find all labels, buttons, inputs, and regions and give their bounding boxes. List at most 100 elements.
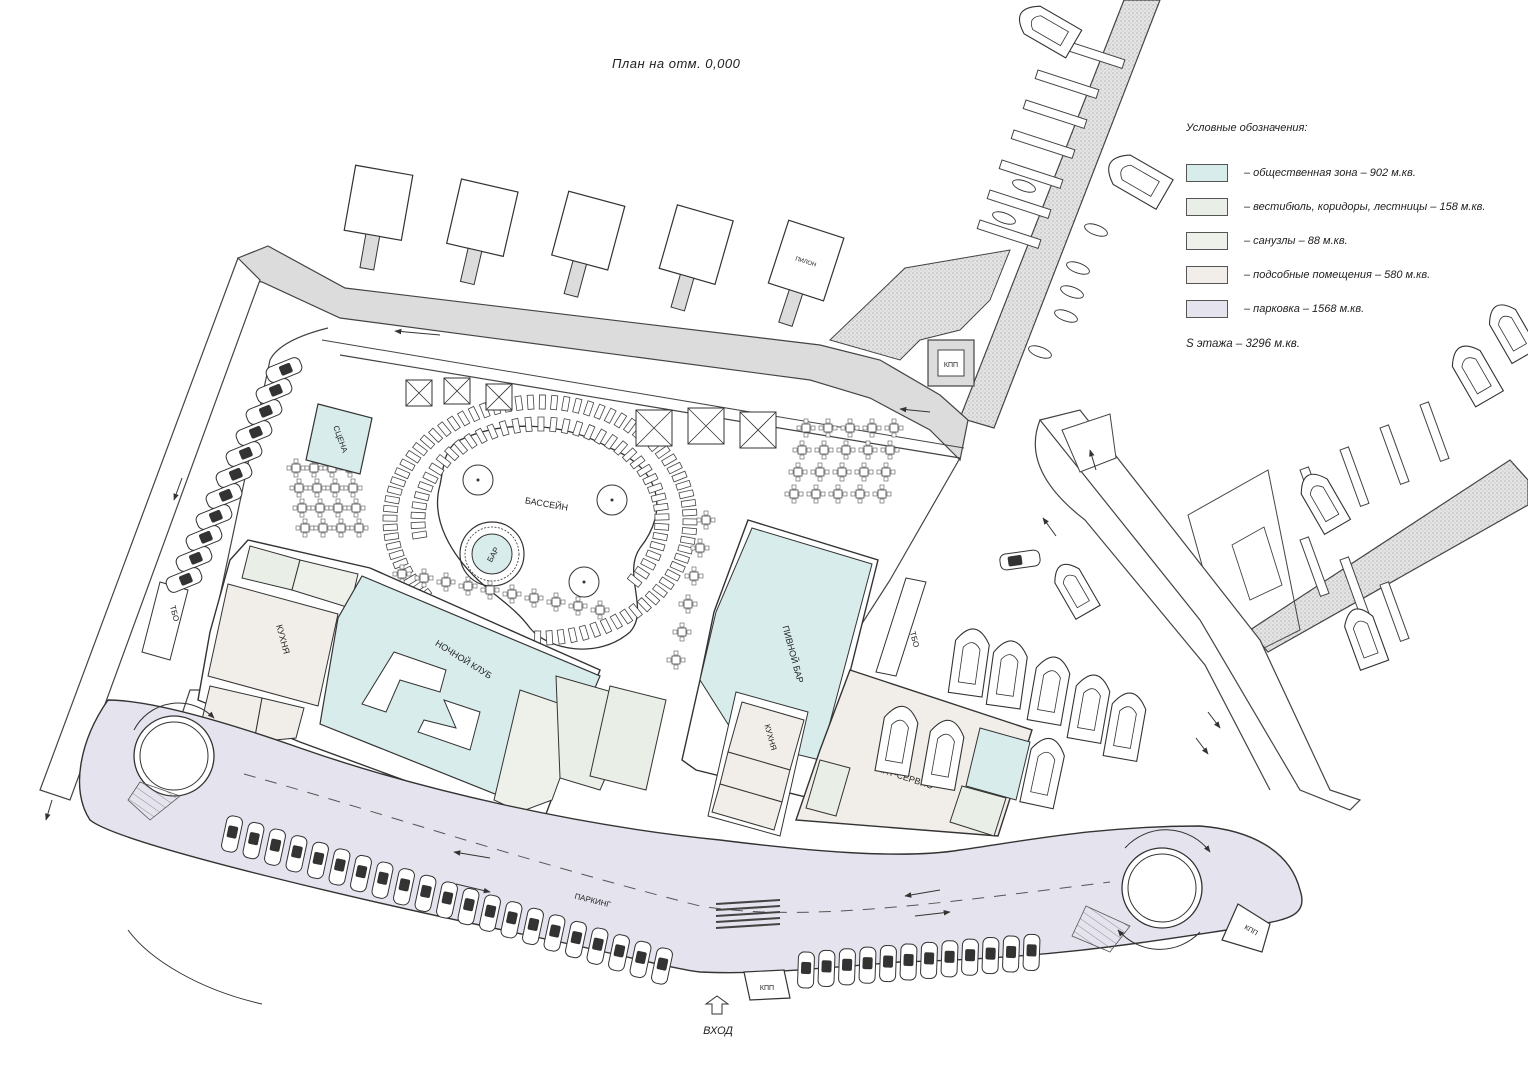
slip [1419, 401, 1450, 463]
main-building: КУХНЯ НОЧНОЙ КЛУБ [197, 539, 641, 831]
car-roof [549, 924, 561, 938]
car [651, 947, 673, 985]
cabana: ПИЛОН [767, 219, 845, 328]
cafe-chair [313, 525, 319, 531]
lounger [389, 476, 407, 488]
lounger [556, 629, 566, 645]
cafe-chair [302, 532, 308, 538]
lounger [669, 560, 686, 573]
cabana [550, 190, 626, 298]
slip [986, 189, 1052, 219]
cafe-chair [304, 465, 310, 471]
cafe-chair [836, 447, 842, 453]
stage[interactable]: СЦЕНА [305, 403, 373, 475]
cafe-chair [872, 447, 878, 453]
cafe-table [701, 515, 711, 525]
pool[interactable]: БАССЕЙН [436, 425, 658, 650]
cafe-chair [472, 583, 478, 589]
cafe-chair [322, 465, 328, 471]
cafe-chair [465, 576, 471, 582]
car [522, 907, 544, 946]
car-roof [592, 937, 604, 951]
cafe-chair [597, 614, 603, 620]
cafe-chair [796, 425, 802, 431]
cafe-chair [810, 425, 816, 431]
cafe-chair [329, 472, 335, 478]
cafe-chair [847, 432, 853, 438]
lounger [561, 395, 571, 412]
car-roof [312, 851, 325, 865]
cafe-chair [806, 491, 812, 497]
lounger [550, 394, 559, 411]
cafe-chair [347, 472, 353, 478]
cafe-chair [286, 465, 292, 471]
cafe-chair [289, 485, 295, 491]
entrance[interactable]: ВХОД [703, 995, 733, 1037]
checkpoint-east[interactable]: КПП [1221, 903, 1271, 953]
cabana-path [563, 260, 588, 298]
cafe-chair [813, 498, 819, 504]
car [817, 949, 836, 987]
yacht-deck [1030, 15, 1070, 47]
cafe-table [671, 655, 681, 665]
cafe-chair [832, 425, 838, 431]
cafe-chair [879, 498, 885, 504]
lounger [572, 420, 584, 437]
umbrella-cross [405, 379, 433, 407]
cafe-chair [703, 510, 709, 516]
roundabout-west[interactable] [127, 702, 215, 821]
cabana-body [658, 204, 734, 286]
lounger [629, 455, 646, 470]
umbrella-cross [687, 407, 725, 445]
car [797, 951, 815, 989]
cafe-table [885, 445, 895, 455]
cafe-table [294, 483, 304, 493]
cafe-chair [846, 469, 852, 475]
lounger [386, 485, 403, 496]
lounger [549, 416, 558, 433]
cafe-chair [300, 465, 306, 471]
legend-swatch [1186, 266, 1228, 284]
lounger [666, 461, 683, 475]
cafe-chair [296, 492, 302, 498]
cafe-table [841, 445, 851, 455]
lounger [422, 471, 439, 485]
cafe-chair [862, 425, 868, 431]
site-road: КПП [39, 245, 1362, 811]
cafe-chair [814, 447, 820, 453]
lounger [456, 410, 471, 427]
parking-area[interactable] [78, 699, 1303, 1005]
yacht-deck [1461, 357, 1492, 395]
car-roof [800, 961, 812, 975]
cafe-chair [324, 505, 330, 511]
car [543, 914, 566, 952]
checkpoint-entrance[interactable]: КПП [743, 969, 791, 1001]
cafe-chair [307, 485, 313, 491]
cafe-chair [357, 485, 363, 491]
checkpoint-label-pier: КПП [944, 362, 958, 369]
car [961, 938, 979, 976]
car [195, 504, 233, 530]
cafe-chair [894, 447, 900, 453]
lounger [382, 504, 399, 513]
cafe-chair [450, 579, 456, 585]
lounger [645, 549, 662, 562]
lounger [680, 498, 697, 508]
car [265, 357, 303, 383]
roundabout-east[interactable] [1071, 829, 1211, 953]
lounger [636, 463, 653, 478]
yacht [1344, 608, 1390, 671]
cafe-table [863, 445, 873, 455]
cafe-chair [698, 573, 704, 579]
car [940, 940, 959, 978]
lounger [486, 423, 499, 440]
cafe-chair [799, 454, 805, 460]
car-roof [209, 509, 223, 523]
yacht-hull [1102, 692, 1147, 763]
lounger [412, 441, 429, 457]
cafe-chair [332, 492, 338, 498]
cafe-chair [880, 447, 886, 453]
car-roof [291, 845, 303, 859]
lounger [654, 522, 670, 531]
